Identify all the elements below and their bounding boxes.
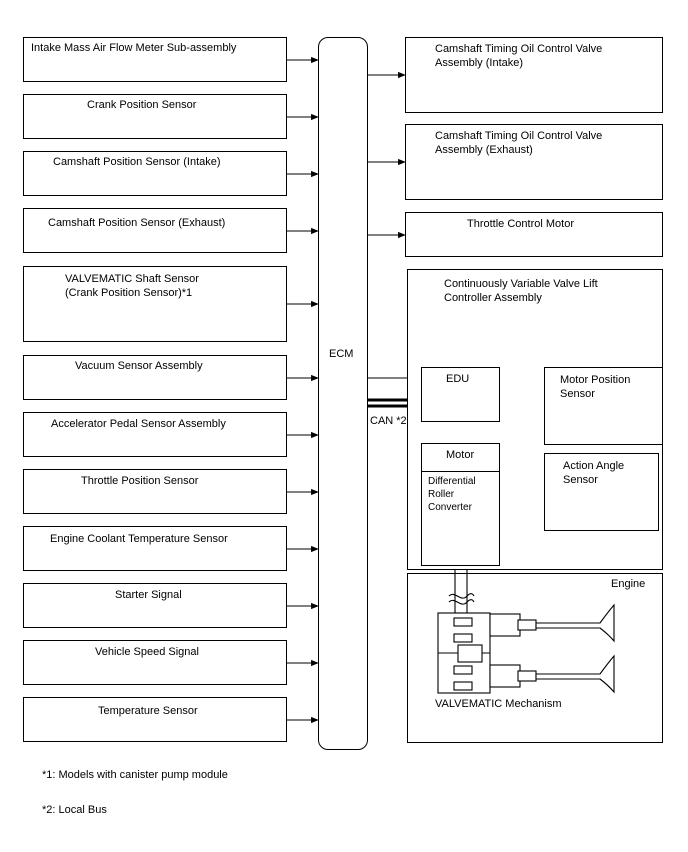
- input-box-starter: Starter Signal: [23, 583, 287, 628]
- diff-label: Roller: [428, 489, 455, 500]
- input-box-vehicle-speed: Vehicle Speed Signal: [23, 640, 287, 685]
- output-box-throttle-motor: Throttle Control Motor: [405, 212, 663, 257]
- input-label: Camshaft Position Sensor (Exhaust): [48, 217, 226, 229]
- input-sublabel: (Crank Position Sensor)*1: [65, 287, 193, 299]
- input-box-temperature: Temperature Sensor: [23, 697, 287, 742]
- output-label: Assembly (Intake): [435, 57, 524, 69]
- engine-title: Engine: [611, 578, 646, 590]
- mechanism-label: VALVEMATIC Mechanism: [435, 698, 562, 710]
- edu-block: EDU: [421, 367, 500, 422]
- sensor-label: Action Angle: [563, 460, 625, 472]
- diff-label: Converter: [428, 502, 472, 513]
- output-box-ocv-intake: Camshaft Timing Oil Control Valve Assemb…: [405, 37, 663, 113]
- input-label: Accelerator Pedal Sensor Assembly: [51, 418, 226, 430]
- input-box-throttle-pos: Throttle Position Sensor: [23, 469, 287, 514]
- input-label: Engine Coolant Temperature Sensor: [50, 533, 228, 545]
- input-box-crank: Crank Position Sensor: [23, 94, 287, 139]
- can-label: CAN *2: [370, 415, 407, 427]
- ecm-block: ECM: [318, 37, 368, 750]
- input-label: Intake Mass Air Flow Meter Sub-assembly: [31, 42, 237, 54]
- input-box-vacuum: Vacuum Sensor Assembly: [23, 355, 287, 400]
- controller-title: Continuously Variable Valve Lift: [444, 278, 598, 290]
- engine-box: Engine VALVEMATIC Mechanism: [407, 573, 663, 743]
- input-label: Crank Position Sensor: [87, 99, 197, 111]
- output-box-ocv-exhaust: Camshaft Timing Oil Control Valve Assemb…: [405, 124, 663, 200]
- footnote-2: *2: Local Bus: [42, 804, 107, 816]
- input-box-accel-pedal: Accelerator Pedal Sensor Assembly: [23, 412, 287, 457]
- sensor-label: Motor Position: [560, 374, 631, 386]
- valvematic-mechanism-drawing: [437, 603, 615, 694]
- motor-block: Motor Differential Roller Converter: [421, 443, 500, 566]
- input-label: Vehicle Speed Signal: [95, 646, 199, 658]
- input-box-valvematic-shaft: VALVEMATIC Shaft Sensor (Crank Position …: [23, 266, 287, 342]
- output-label: Camshaft Timing Oil Control Valve: [435, 43, 603, 55]
- motor-position-sensor-box: Motor Position Sensor: [544, 367, 663, 445]
- input-label: Temperature Sensor: [98, 705, 198, 717]
- diff-label: Differential: [428, 476, 476, 487]
- input-box-cam-exhaust: Camshaft Position Sensor (Exhaust): [23, 208, 287, 253]
- motor-label: Motor: [446, 449, 475, 461]
- output-label: Assembly (Exhaust): [435, 144, 533, 156]
- input-box-maf: Intake Mass Air Flow Meter Sub-assembly: [23, 37, 287, 82]
- ecm-label: ECM: [329, 348, 354, 360]
- sensor-label: Sensor: [560, 388, 595, 400]
- action-angle-sensor-box: Action Angle Sensor: [544, 453, 659, 531]
- sensor-label: Sensor: [563, 474, 598, 486]
- input-label: VALVEMATIC Shaft Sensor: [65, 273, 199, 285]
- input-label: Starter Signal: [115, 589, 182, 601]
- input-label: Throttle Position Sensor: [81, 475, 199, 487]
- output-label: Throttle Control Motor: [467, 218, 574, 230]
- motor-divider: [422, 471, 499, 472]
- input-box-cam-intake: Camshaft Position Sensor (Intake): [23, 151, 287, 196]
- edu-label: EDU: [446, 373, 470, 385]
- output-label: Camshaft Timing Oil Control Valve: [435, 130, 603, 142]
- controller-title: Controller Assembly: [444, 292, 542, 304]
- input-label: Vacuum Sensor Assembly: [75, 360, 203, 372]
- input-label: Camshaft Position Sensor (Intake): [53, 156, 221, 168]
- input-box-coolant: Engine Coolant Temperature Sensor: [23, 526, 287, 571]
- footnote-1: *1: Models with canister pump module: [42, 769, 228, 781]
